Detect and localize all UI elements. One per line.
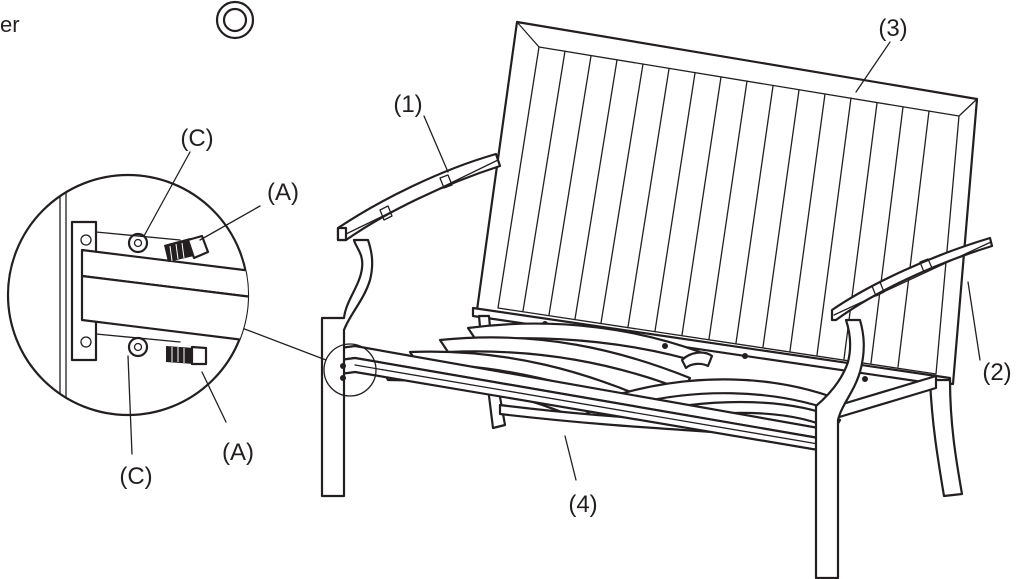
backrest — [475, 20, 979, 386]
label-hardware-a-bottom: (A) — [222, 439, 254, 466]
detail-callout-marker — [233, 324, 377, 397]
bolt-a-bottom — [166, 345, 208, 366]
label-part-3: (3) — [878, 15, 907, 42]
left-armrest-assembly — [320, 152, 502, 498]
label-part-1: (1) — [393, 91, 422, 118]
double-circle-icon — [215, 0, 255, 40]
bolt-a-top — [164, 234, 210, 262]
label-hardware-c-bottom: (C) — [119, 463, 152, 490]
label-part-4: (4) — [568, 491, 597, 518]
washer-c-top — [127, 232, 149, 254]
label-hardware-a-top: (A) — [267, 179, 299, 206]
label-hardware-c-top: (C) — [180, 125, 213, 152]
right-armrest-assembly — [814, 236, 994, 579]
leader-lines — [127, 41, 981, 481]
backrest-slats — [522, 50, 930, 368]
hardware-detail-view — [6, 173, 250, 417]
washer-c-bottom — [127, 336, 149, 358]
label-part-2: (2) — [982, 359, 1011, 386]
corner-fragment-text: er — [0, 12, 20, 37]
